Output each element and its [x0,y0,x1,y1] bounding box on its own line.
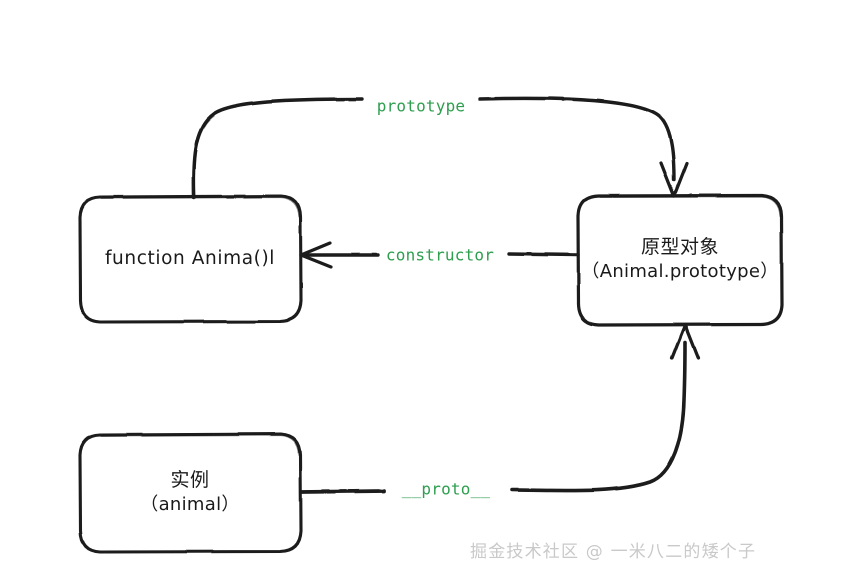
prototype-edge-path [192,96,689,199]
constructor-edge-path [299,241,580,269]
prototype-object-box[interactable] [576,193,784,327]
instance-object-box[interactable] [78,432,303,554]
proto-edge-path [299,323,700,494]
constructor-function-box[interactable] [78,194,303,324]
